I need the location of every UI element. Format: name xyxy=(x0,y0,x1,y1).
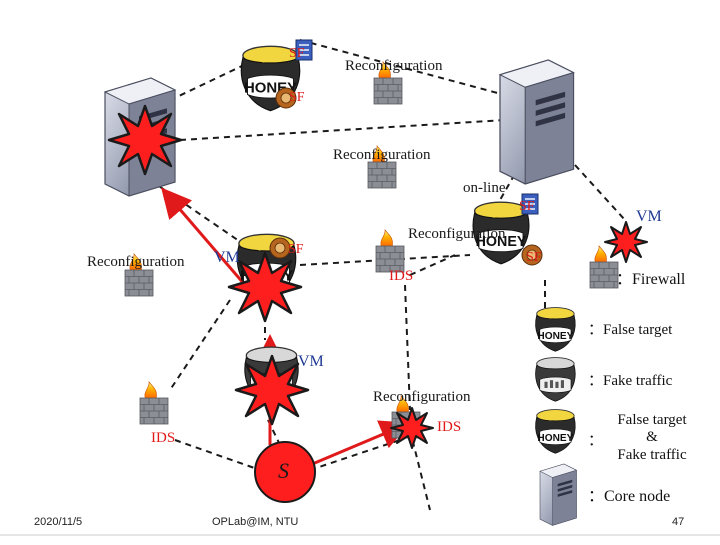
label-sf-2: SF xyxy=(289,90,305,105)
attacked-spark-left xyxy=(107,104,183,176)
label-reconfiguration-right: Reconfiguration xyxy=(408,226,506,242)
legend-both-icon xyxy=(534,408,577,455)
firewall-bottom-left xyxy=(139,381,169,425)
arrow-to-vm-left xyxy=(161,187,247,286)
legend-false-target-icon xyxy=(534,306,577,353)
link-vm-left-leftdown xyxy=(169,299,231,391)
label-reconfiguration-top: Reconfiguration xyxy=(345,58,443,74)
vm-right-spark xyxy=(604,221,648,263)
label-sf-1: SF xyxy=(289,46,305,61)
link-core-left-vm-left xyxy=(149,179,246,246)
attack-arrows xyxy=(161,187,411,467)
label-vm-center: VM xyxy=(298,353,324,370)
label-reconfiguration-left: Reconfiguration xyxy=(87,254,185,270)
label-reconfiguration-mid: Reconfiguration xyxy=(333,147,431,163)
legend-both-colon: ： xyxy=(588,433,604,449)
label-sf-4: SF xyxy=(526,250,542,265)
core-node-right xyxy=(499,59,575,185)
footer-page-number: 47 xyxy=(672,516,685,528)
link-core-right-down xyxy=(574,164,626,221)
link-core-right-online xyxy=(499,164,521,201)
link-core-left-right xyxy=(179,119,506,141)
link-leftbottom-s xyxy=(174,439,261,471)
legend-fake-traffic-text: ：Fake traffic xyxy=(588,373,673,389)
s-node-circle xyxy=(254,441,316,503)
ids-right-spark xyxy=(390,407,434,449)
label-online: on-line xyxy=(463,180,506,196)
footer-date: 2020/11/5 xyxy=(34,516,83,528)
label-reconfiguration-bottom: Reconfiguration xyxy=(373,389,471,405)
legend-core-node-icon xyxy=(539,463,577,526)
label-sf-left: SF xyxy=(288,242,304,257)
label-sf-3: SF xyxy=(519,199,535,214)
legend-false-target-text: ：False target xyxy=(588,322,673,338)
label-vm-right: VM xyxy=(636,208,662,225)
vm-left-spark xyxy=(227,251,303,323)
legend-both-line3: Fake traffic xyxy=(617,446,687,463)
legend-firewall-text: ：Firewall xyxy=(616,271,686,288)
label-vm-left: VM xyxy=(214,249,240,266)
link-right-ids xyxy=(409,254,456,276)
legend-both-line2: & xyxy=(646,429,658,446)
link-core-left-top xyxy=(159,54,266,106)
firewall-ids-mid xyxy=(375,229,405,273)
label-ids-mid: IDS xyxy=(389,268,414,284)
label-ids-right: IDS xyxy=(437,419,462,435)
label-s-node: S xyxy=(278,458,289,483)
legend-both-line1: False target xyxy=(617,412,687,428)
sf-icon-vm-left xyxy=(269,237,291,259)
legend-both-text: False target & Fake traffic xyxy=(606,412,698,464)
link-ids-mid-down xyxy=(404,284,411,411)
label-ids-left: IDS xyxy=(151,430,176,446)
footer-org: OPLab@IM, NTU xyxy=(212,516,299,528)
arrow-s-to-ids xyxy=(309,420,411,467)
legend-core-node-text: ：Core node xyxy=(588,488,671,505)
link-top-to-core-right xyxy=(299,39,506,96)
legend-fake-traffic-icon xyxy=(535,357,576,402)
